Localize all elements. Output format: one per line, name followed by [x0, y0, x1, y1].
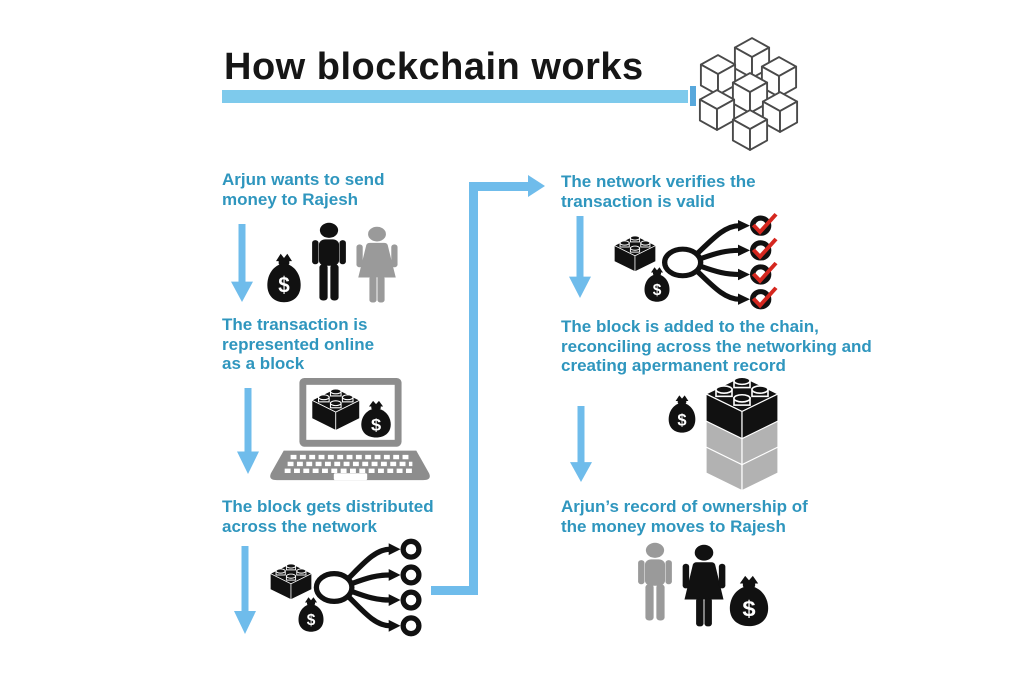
connector-arrowhead-icon	[528, 175, 545, 197]
money-bag-icon: $	[361, 400, 391, 438]
step-4-label: The network verifies the transaction is …	[561, 172, 756, 211]
check-marks-icon	[751, 213, 778, 309]
network-verification-icon: $	[613, 213, 778, 310]
svg-text:$: $	[742, 596, 755, 621]
block-icon	[613, 234, 657, 273]
page-title: How blockchain works	[224, 46, 644, 88]
money-bag-icon: $	[267, 253, 301, 303]
step-2-label: The transaction is represented online as…	[222, 315, 375, 373]
svg-text:$: $	[307, 612, 316, 629]
man-icon	[638, 542, 672, 621]
blockchain-cubes-icon	[698, 37, 799, 151]
connector-vertical-segment	[469, 182, 478, 595]
money-bag-icon: $	[668, 395, 696, 433]
connector-bottom-segment	[431, 586, 478, 595]
down-arrow-icon	[234, 546, 256, 634]
verification-network-icon	[665, 213, 778, 309]
distribution-network-icon	[316, 541, 419, 633]
man-woman-money-bag-icon: $	[638, 542, 769, 627]
title-underline	[222, 90, 688, 103]
down-arrow-icon	[569, 216, 591, 298]
svg-text:$: $	[371, 415, 382, 434]
svg-text:$: $	[677, 410, 687, 429]
money-bag-icon: $	[298, 597, 324, 632]
block-icon	[269, 562, 313, 601]
step-6-label: Arjun’s record of ownership of the money…	[561, 497, 808, 536]
down-arrow-icon	[570, 406, 592, 482]
title-underline-tick	[690, 86, 696, 106]
woman-icon	[682, 544, 726, 627]
block-stack-money-icon: $	[668, 375, 779, 492]
money-bag-icon: $	[729, 575, 769, 627]
down-arrow-icon	[231, 224, 253, 302]
svg-text:$: $	[653, 282, 662, 299]
block-network-distribution-icon: $	[269, 538, 436, 638]
step-3-label: The block gets distributed across the ne…	[222, 497, 434, 536]
money-bag-man-woman-icon: $	[267, 222, 398, 303]
step-1-label: Arjun wants to send money to Rajesh	[222, 170, 385, 209]
down-arrow-icon	[237, 388, 259, 474]
woman-icon	[356, 226, 398, 303]
laptop-block-money-icon: $	[270, 377, 430, 481]
svg-text:$: $	[278, 274, 290, 298]
connector-top-segment	[469, 182, 529, 191]
money-bag-icon: $	[644, 267, 670, 302]
step-5-label: The block is added to the chain, reconci…	[561, 317, 872, 375]
man-icon	[312, 222, 346, 301]
